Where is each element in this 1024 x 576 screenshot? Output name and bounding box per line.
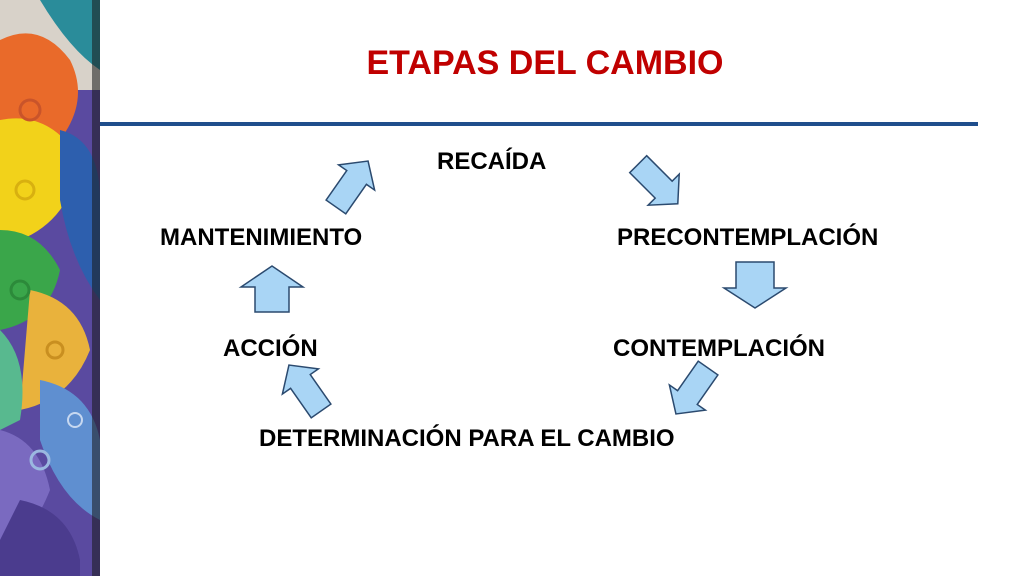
arrow-down-left-icon [668,360,719,415]
stage-precontemplacion: PRECONTEMPLACIÓN [617,224,879,251]
decorative-art-strip [0,0,100,576]
arrow-down-right-icon [628,154,681,207]
arrow-down-icon [721,261,789,309]
stage-contemplacion: CONTEMPLACIÓN [613,335,825,362]
arrow-up-right-icon [325,160,376,215]
slide-title: ETAPAS DEL CAMBIO [366,44,724,82]
stage-accion: ACCIÓN [223,335,318,362]
arrow-up-icon [238,265,306,313]
title-divider [100,122,978,126]
stage-recaida: RECAÍDA [437,148,547,175]
arrow-up-left-icon [281,364,332,419]
stage-determinacion: DETERMINACIÓN PARA EL CAMBIO [259,425,675,452]
stage-mantenimiento: MANTENIMIENTO [160,224,363,251]
